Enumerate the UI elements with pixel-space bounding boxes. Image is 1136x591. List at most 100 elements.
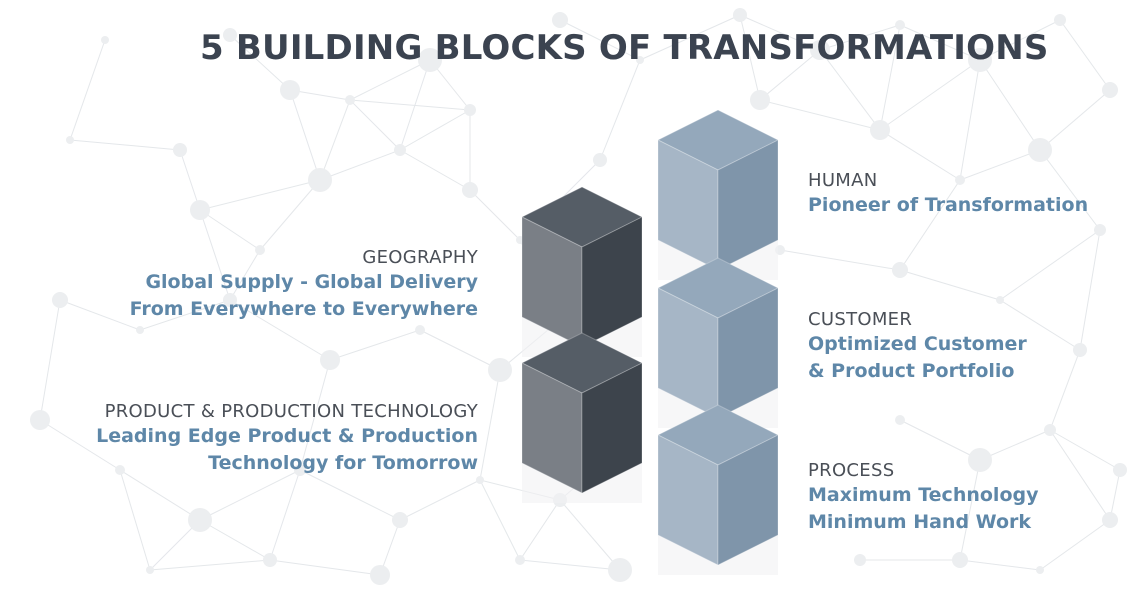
- network-link: [819, 49, 881, 131]
- network-node: [870, 120, 890, 140]
- network-node: [1028, 138, 1052, 162]
- network-link: [1049, 429, 1121, 471]
- network-link: [1059, 19, 1111, 91]
- network-link: [559, 499, 621, 571]
- network-link: [69, 39, 106, 141]
- network-link: [599, 59, 641, 161]
- network-node: [1073, 343, 1087, 357]
- network-link: [59, 299, 141, 331]
- network-node: [854, 554, 866, 566]
- network-node: [1036, 566, 1044, 574]
- network-link: [349, 99, 471, 111]
- network-node: [476, 476, 484, 484]
- network-node: [115, 465, 125, 475]
- network-link: [739, 14, 821, 51]
- network-node: [52, 292, 68, 308]
- network-node: [996, 296, 1004, 304]
- network-link: [739, 14, 761, 101]
- human-block: HUMAN Pioneer of Transformation: [808, 170, 1088, 219]
- cube-customer: [656, 257, 780, 428]
- network-link: [289, 89, 321, 181]
- network-link: [229, 34, 291, 91]
- network-node: [750, 90, 770, 110]
- customer-block: CUSTOMER Optimized Customer & Product Po…: [808, 309, 1027, 385]
- network-node: [308, 168, 332, 192]
- product-technology-label: PRODUCT & PRODUCTION TECHNOLOGY: [104, 401, 478, 422]
- network-link: [1049, 349, 1081, 431]
- network-link: [399, 59, 431, 151]
- cube-human: [656, 109, 780, 280]
- network-link: [289, 89, 351, 101]
- cube-right-face: [717, 287, 779, 419]
- network-node: [294, 464, 306, 476]
- network-node: [1102, 82, 1118, 98]
- network-link: [319, 99, 351, 181]
- customer-line-1: Optimized Customer: [808, 333, 1027, 355]
- network-link: [959, 59, 981, 181]
- network-link: [759, 99, 881, 131]
- network-node: [1054, 14, 1066, 26]
- network-node: [552, 12, 568, 28]
- network-link: [879, 129, 961, 181]
- network-link: [979, 429, 1051, 461]
- network-link: [999, 299, 1081, 351]
- network-node: [418, 48, 442, 72]
- network-link: [1049, 429, 1111, 521]
- network-link: [259, 179, 321, 251]
- customer-label: CUSTOMER: [808, 309, 913, 330]
- network-link: [779, 249, 901, 271]
- network-link: [979, 19, 1061, 61]
- network-link: [199, 469, 301, 521]
- network-link: [979, 59, 1041, 151]
- process-line-2: Minimum Hand Work: [808, 511, 1031, 533]
- network-node: [636, 56, 644, 64]
- network-link: [399, 479, 481, 521]
- network-link: [269, 559, 381, 576]
- network-link: [39, 419, 121, 471]
- network-link: [39, 299, 61, 421]
- network-node: [515, 555, 525, 565]
- process-line-1: Maximum Technology: [808, 484, 1039, 506]
- network-link: [959, 459, 981, 561]
- network-node: [810, 40, 830, 60]
- network-node: [415, 325, 425, 335]
- network-link: [119, 469, 201, 521]
- network-link: [759, 49, 821, 101]
- network-link: [119, 469, 151, 571]
- cube-process: [656, 404, 780, 575]
- product-technology-line-1: Leading Edge Product & Production: [96, 425, 478, 447]
- network-link: [269, 469, 301, 561]
- network-node: [1094, 224, 1106, 236]
- network-link: [319, 149, 401, 181]
- network-link: [1109, 469, 1121, 521]
- geography-line-1: Global Supply - Global Delivery: [145, 271, 478, 293]
- process-label: PROCESS: [808, 460, 895, 481]
- network-node: [1044, 424, 1056, 436]
- network-link: [1039, 519, 1111, 571]
- network-link: [69, 139, 181, 151]
- network-link: [1039, 89, 1111, 151]
- network-link: [419, 329, 501, 371]
- network-link: [879, 59, 981, 131]
- network-node: [1113, 463, 1127, 477]
- product-technology-line-2: Technology for Tomorrow: [208, 452, 478, 474]
- network-link: [349, 99, 401, 151]
- network-node: [30, 410, 50, 430]
- network-node: [66, 136, 74, 144]
- network-link: [639, 14, 741, 61]
- network-link: [469, 189, 521, 241]
- network-node: [488, 358, 512, 382]
- network-node: [223, 28, 237, 42]
- network-link: [959, 559, 1041, 571]
- network-link: [479, 369, 501, 481]
- geography-line-2: From Everywhere to Everywhere: [129, 298, 478, 320]
- network-link: [349, 59, 431, 101]
- network-link: [479, 479, 521, 561]
- process-block: PROCESS Maximum Technology Minimum Hand …: [808, 460, 1038, 536]
- product-technology-block: PRODUCT & PRODUCTION TECHNOLOGY Leading …: [96, 401, 478, 477]
- network-link: [149, 559, 271, 571]
- network-node: [394, 144, 406, 156]
- network-link: [399, 149, 471, 191]
- network-link: [399, 109, 471, 151]
